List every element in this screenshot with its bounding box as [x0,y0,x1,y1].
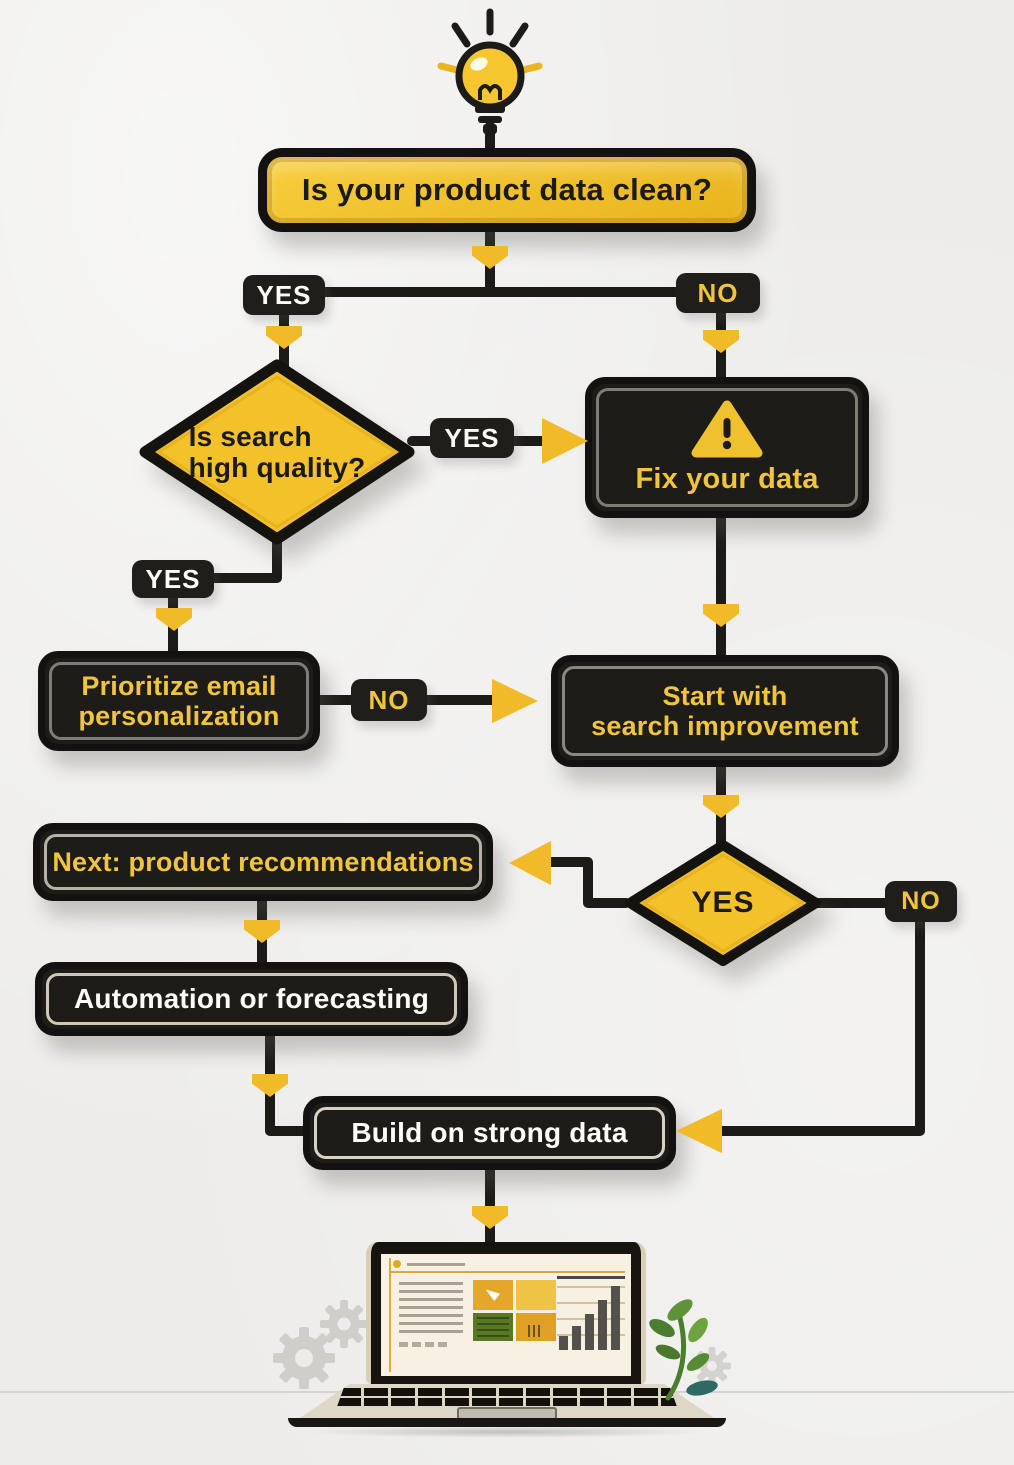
node-prioritize-email: Prioritize email personalization [38,651,320,751]
text-line [399,1298,463,1301]
edge-label-yes-top: YES [243,275,325,315]
build-strong-data-label: Build on strong data [351,1117,628,1149]
cursor-icon [486,1287,501,1302]
node-build-strong-data: Build on strong data [303,1096,676,1170]
node-yes-decision: YES [623,838,823,968]
edge-label-no-decision: NO [885,881,957,922]
diamond-shape [625,840,821,966]
laptop-keyboard [300,1384,714,1418]
main-question-label: Is your product data clean? [301,171,713,207]
search-improvement-label: Start with search improvement [591,680,859,741]
keyboard-keys [337,1387,677,1406]
warning-triangle-icon [691,400,763,458]
node-search-quality-decision: Is search high quality? [137,357,417,547]
laptop-illustration [288,1236,726,1438]
text-lines-graphic [477,1317,509,1337]
edge-label-yes-search-down: YES [132,560,214,598]
text-line [399,1282,463,1285]
tile-graphic [516,1280,556,1310]
laptop-shadow [306,1426,708,1438]
plant-icon [649,1299,718,1401]
laptop-base [288,1418,726,1427]
node-product-recommendations: Next: product recommendations [33,823,493,901]
gear-icon [273,1300,368,1389]
text-line [399,1306,463,1309]
automation-forecasting-label: Automation or forecasting [73,983,429,1015]
node-automation-forecasting: Automation or forecasting [35,962,468,1036]
text-line [399,1322,463,1325]
touchpad [457,1407,557,1418]
tile-graphic [473,1280,513,1310]
node-main-question: Is your product data clean? [258,148,756,232]
node-search-improvement: Start with search improvement [551,655,899,767]
button-graphic [412,1342,421,1347]
dashboard-graphic [381,1254,631,1376]
prioritize-email-label: Prioritize email personalization [78,670,280,731]
text-line [399,1314,463,1317]
yes-decision-label: YES [691,886,755,920]
tile-graphic [516,1313,556,1341]
text-line [399,1290,463,1293]
divider [389,1258,391,1372]
bar-chart-graphic [557,1276,625,1350]
fix-data-label: Fix your data [635,462,819,495]
text-line [399,1330,463,1333]
search-quality-label: Is search high quality? [188,420,366,483]
divider [389,1271,625,1273]
tile-graphic [473,1313,513,1341]
button-graphic [425,1342,434,1347]
edge-label-no-top: NO [676,273,760,313]
logo-dot-icon [393,1260,401,1268]
lightbulb-icon [437,8,543,134]
edge-label-yes-search-right: YES [430,418,514,458]
dashboard-title-bar [407,1263,465,1266]
diamond-shape [139,359,415,545]
node-fix-data: Fix your data [585,377,869,518]
button-graphic [438,1342,447,1347]
product-recommendations-label: Next: product recommendations [52,846,474,877]
edge-label-no-email: NO [351,679,427,721]
button-graphic [399,1342,408,1347]
mini-bars-icon [528,1325,542,1337]
laptop-screen [366,1242,646,1384]
